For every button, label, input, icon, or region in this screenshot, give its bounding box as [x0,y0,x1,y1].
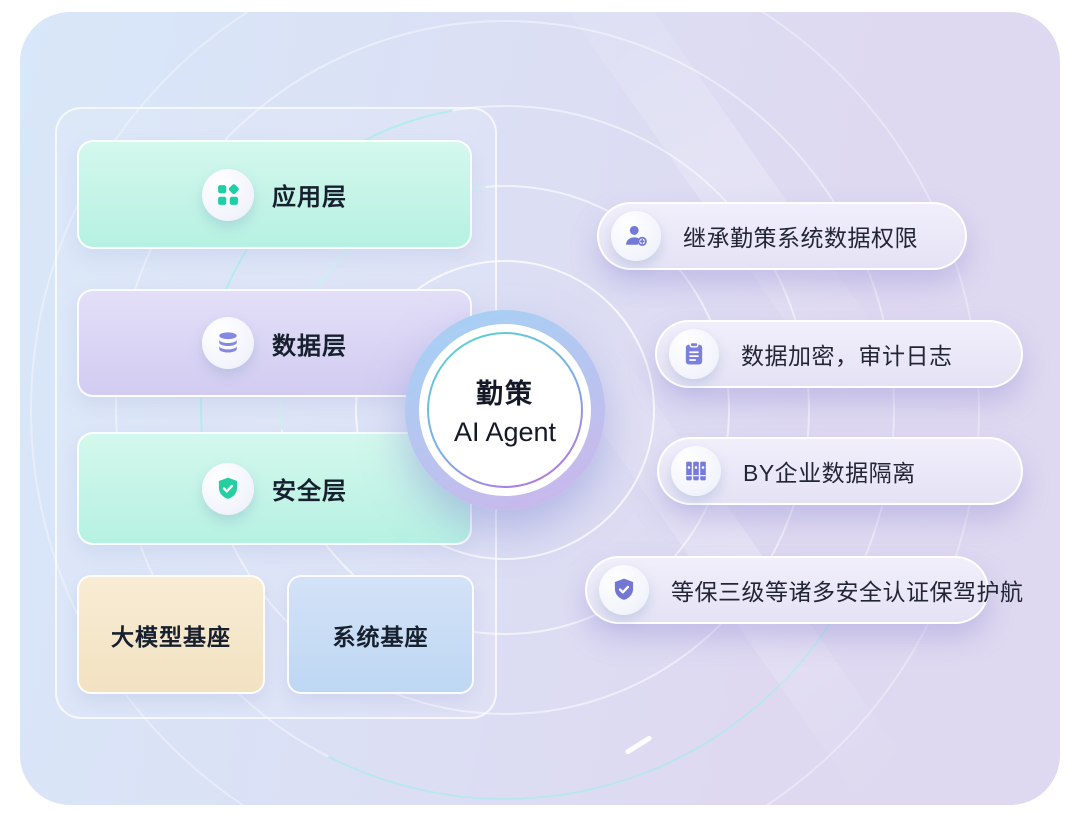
feature-label: 数据加密，审计日志 [741,343,953,369]
feature-pill-isolation: BY企业数据隔离 [657,437,1023,505]
layer-application: 应用层 [77,140,472,249]
feature-label: 等保三级等诸多安全认证保驾护航 [671,579,1024,605]
shield-badge-icon [599,565,649,615]
clipboard-icon [669,329,719,379]
database-icon [202,317,254,369]
layer-label: 数据层 [272,332,347,360]
feature-label: BY企业数据隔离 [743,460,916,486]
feature-pill-encryption: 数据加密，审计日志 [655,320,1023,388]
diagram-card: 应用层 数据层 安全层 大模型基座 [20,12,1060,805]
base-large-model: 大模型基座 [77,575,265,694]
apps-icon [202,168,254,221]
layer-security: 安全层 [77,432,472,545]
ai-agent-badge: 勤策 AI Agent [405,310,605,510]
layer-data: 数据层 [77,289,472,397]
badge-gradient-ring: 勤策 AI Agent [427,332,583,488]
badge-inner-disc: 勤策 AI Agent [419,324,591,496]
user-plus-icon [611,211,661,261]
base-system: 系统基座 [287,575,474,694]
shield-check-icon [202,462,254,515]
layer-label: 应用层 [272,184,347,211]
feature-label: 继承勤策系统数据权限 [683,225,918,251]
feature-pill-permissions: 继承勤策系统数据权限 [597,202,967,270]
badge-product-name: AI Agent [453,417,557,447]
concentric-circle [30,12,980,805]
base-label: 系统基座 [332,623,429,650]
feature-pill-certification: 等保三级等诸多安全认证保驾护航 [585,556,1023,624]
badge-brand-name: 勤策 [476,379,534,409]
background-decoration [20,12,1060,805]
layer-label: 安全层 [272,478,347,505]
base-label: 大模型基座 [111,623,231,650]
binders-icon [671,446,721,496]
